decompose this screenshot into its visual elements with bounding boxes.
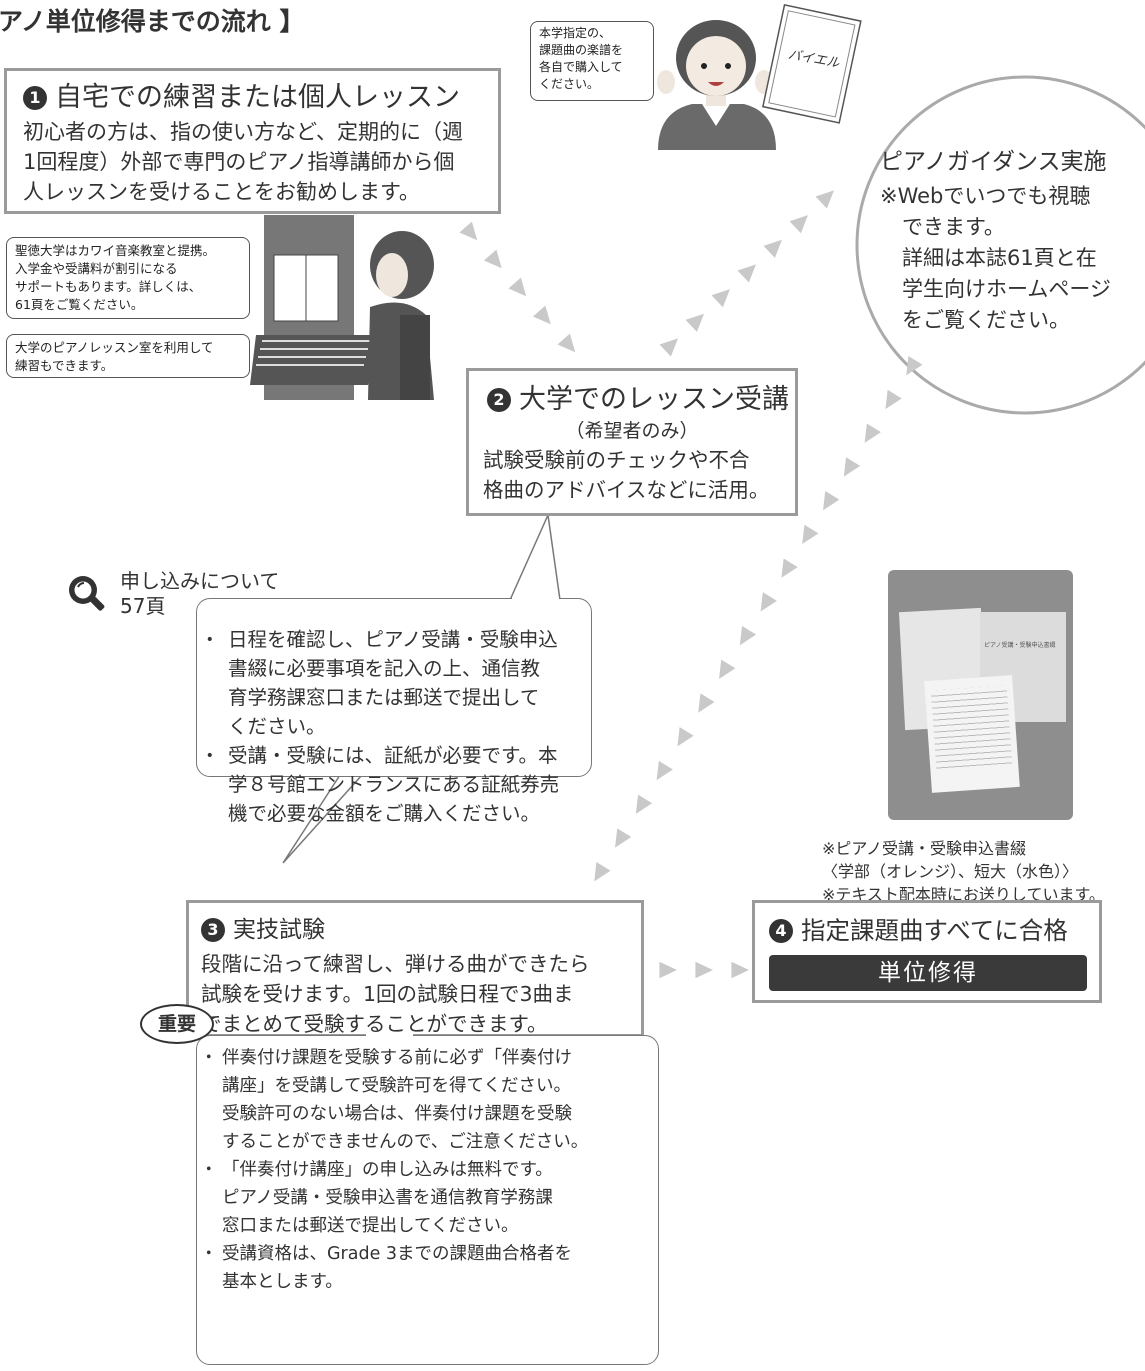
step4-title: 4 指定課題曲すべてに合格 — [769, 915, 1099, 947]
step-number: 4 — [769, 919, 793, 943]
flow-arrow — [677, 727, 694, 747]
apply-instructions-list: 日程を確認し、ピアノ受講・受験申込 書綴に必要事項を記入の上、通信教 育学務課窓… — [200, 625, 590, 828]
bubble-line: 本学指定の、 — [539, 26, 612, 40]
page-title: アノ単位修得までの流れ 】 — [0, 7, 305, 36]
flow-arrow — [711, 289, 730, 308]
flow-arrow — [864, 423, 881, 443]
step1-box: 1 自宅での練習または個人レッスン 初心者の方は、指の使い方など、定期的に（週 … — [4, 68, 501, 214]
step-title-text: 自宅での練習または個人レッスン — [55, 82, 460, 113]
flow-arrow — [659, 961, 677, 979]
guidance-description: ※Webでいつでも視聴 できます。 詳細は本誌61頁と在 学生向けホームページ … — [880, 184, 1111, 332]
apply-reference-label: 申し込みについて — [120, 569, 280, 593]
important-notes-list: 伴奏付け課題を受験する前に必ず「伴奏付け 講座」を受講して受験許可を得てください… — [200, 1044, 658, 1296]
flow-arrow — [532, 305, 551, 325]
step1-title: 1 自宅での練習または個人レッスン — [23, 81, 498, 115]
step-number: 1 — [23, 86, 47, 110]
woman-holding-book-illustration — [657, 4, 862, 150]
important-bubble-mask — [366, 1034, 413, 1037]
piano-practice-illustration — [250, 215, 434, 400]
flow-arrow — [508, 277, 527, 297]
practice-room-bubble: 大学のピアノレッスン室を利用して 練習もできます。 — [6, 334, 250, 378]
flow-arrow — [695, 961, 713, 979]
step-title-text: 指定課題曲すべてに合格 — [801, 916, 1068, 945]
flow-arrow — [635, 794, 653, 814]
flow-arrow — [781, 558, 798, 578]
flow-arrow — [789, 215, 808, 234]
flow-arrow — [823, 490, 840, 511]
flow-arrow — [459, 221, 478, 241]
flow-arrow — [737, 264, 756, 283]
step-title-text: 実技試験 — [233, 917, 325, 943]
credit-earned-badge: 単位修得 — [769, 955, 1087, 991]
step-number: 2 — [487, 388, 511, 412]
form-sheet-center — [924, 675, 1020, 793]
important-label-badge: 重要 — [140, 1004, 214, 1044]
step3-title: 3 実技試験 — [201, 915, 641, 945]
step-number: 3 — [201, 918, 225, 942]
flow-arrow — [906, 356, 923, 376]
flow-arrow — [659, 338, 678, 357]
photo-caption: ※ピアノ受講・受験申込書綴 〈学部（オレンジ）、短大（水色）〉 ※テキスト配本時… — [822, 839, 1105, 904]
list-item: 「伴奏付け講座」の申し込みは無料です。 ピアノ受講・受験申込書を通信教育学務課 … — [200, 1156, 658, 1240]
flow-arrow — [557, 333, 576, 353]
step4-box: 4 指定課題曲すべてに合格 単位修得 — [752, 900, 1102, 1003]
search-icon — [69, 576, 105, 611]
bubble-line: 課題曲の楽譜を — [539, 43, 624, 57]
kawai-partnership-bubble: 聖徳大学はカワイ音楽教室と提携。 入学金や受講料が割引になる サポートもあります… — [6, 237, 250, 319]
flow-arrow — [802, 524, 819, 545]
step2-description: 試験受験前のチェックや不合 格曲のアドバイスなどに活用。 — [483, 448, 770, 502]
important-label-text: 重要 — [157, 1013, 196, 1035]
flow-arrow — [739, 625, 757, 646]
step-title-text: 大学でのレッスン受講 — [519, 384, 789, 415]
step3-box: 3 実技試験 段階に沿って練習し、弾ける曲ができたら 試験を受けます。1回の試験… — [186, 900, 644, 1037]
flow-arrow — [594, 862, 611, 882]
flow-arrow — [731, 961, 749, 979]
flow-arrow — [698, 693, 715, 713]
step2-title: 2 大学でのレッスン受講 — [483, 383, 795, 417]
list-item: 受講資格は、Grade 3までの課題曲合格者を 基本とします。 — [200, 1240, 658, 1296]
flow-arrow — [483, 249, 502, 269]
bubble-line: ください。 — [539, 77, 600, 91]
step1-description: 初心者の方は、指の使い方など、定期的に（週 1回程度）外部で専門のピアノ指導講師… — [23, 120, 463, 204]
flow-arrow — [885, 389, 902, 410]
apply-bubble-mask — [512, 597, 559, 600]
list-item: 日程を確認し、ピアノ受講・受験申込 書綴に必要事項を記入の上、通信教 育学務課窓… — [200, 625, 590, 741]
flow-arrow — [615, 828, 632, 848]
guidance-title: ピアノガイダンス実施 — [880, 149, 1107, 175]
flow-arrow — [685, 313, 704, 332]
buy-score-bubble: 本学指定の、 課題曲の楽譜を 各自で購入して ください。 — [530, 21, 654, 101]
guidance-info: ピアノガイダンス実施 ※Webでいつでも視聴 できます。 詳細は本誌61頁と在 … — [880, 145, 1140, 336]
list-item: 受講・受験には、証紙が必要です。本 学８号館エントランスにある証紙券売 機で必要… — [200, 741, 590, 828]
step2-subtitle: （希望者のみ） — [565, 420, 699, 442]
apply-reference-page: 57頁 — [120, 594, 166, 618]
guidance-circle — [855, 75, 1145, 415]
flow-arrow — [719, 659, 736, 679]
flow-arrow — [656, 760, 673, 781]
bubble-line: 各自で購入して — [539, 60, 623, 74]
step3-description: 段階に沿って練習し、弾ける曲ができたら 試験を受けます。1回の試験日程で3曲ま … — [201, 952, 590, 1036]
step2-box: 2 大学でのレッスン受講 （希望者のみ） 試験受験前のチェックや不合 格曲のアド… — [466, 368, 798, 516]
flow-arrow — [815, 190, 834, 209]
form-sheet-title: ピアノ受講・受験申込書綴 — [984, 642, 1056, 649]
application-forms-photo: ピアノ受講・受験申込書綴 — [888, 570, 1073, 820]
list-item: 伴奏付け課題を受験する前に必ず「伴奏付け 講座」を受講して受験許可を得てください… — [200, 1044, 658, 1156]
flow-arrow — [763, 239, 782, 258]
flow-arrows — [459, 190, 923, 979]
flow-arrow — [760, 592, 777, 612]
step2-bubble-tail — [508, 512, 561, 601]
flow-arrow — [843, 457, 861, 477]
